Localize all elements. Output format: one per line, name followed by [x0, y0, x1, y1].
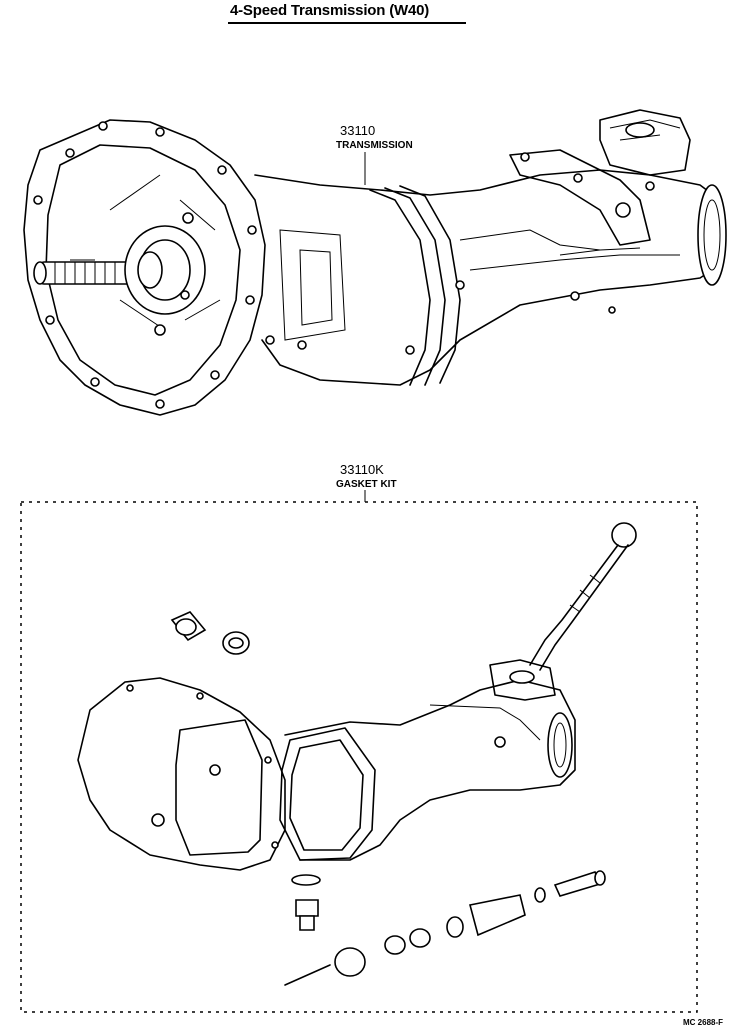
shift-lever	[529, 522, 637, 671]
main-case	[254, 169, 721, 386]
diagram-title: 4-Speed Transmission (W40)	[230, 2, 430, 19]
gasket-kit-illustration	[20, 490, 698, 1013]
bell-housing	[23, 119, 266, 416]
part-name-transmission: TRANSMISSION	[336, 140, 413, 151]
case-bolts	[154, 212, 616, 355]
part-number-transmission: 33110	[340, 123, 376, 138]
input-shaft	[33, 225, 206, 315]
bell-housing-inner	[45, 144, 241, 396]
gasket-kit-housing	[77, 677, 286, 871]
case-flange	[369, 189, 431, 386]
gasket-plate	[279, 727, 376, 861]
mount-bracket	[509, 149, 651, 246]
tail-opening	[697, 184, 727, 286]
loose-parts	[284, 870, 606, 986]
part-number-gasket-kit: 33110K	[340, 462, 384, 477]
part-name-gasket-kit: GASKET KIT	[336, 479, 397, 490]
housing-bolts	[126, 684, 506, 849]
shift-tower	[599, 109, 691, 176]
title-underline	[228, 22, 466, 24]
plug-upper	[170, 611, 250, 655]
gasket-kit-boundary	[20, 501, 698, 1013]
transmission-assembly-illustration	[23, 109, 727, 416]
drawing-code: MC 2688-F	[683, 1018, 724, 1027]
bell-housing-bolts	[33, 121, 257, 409]
